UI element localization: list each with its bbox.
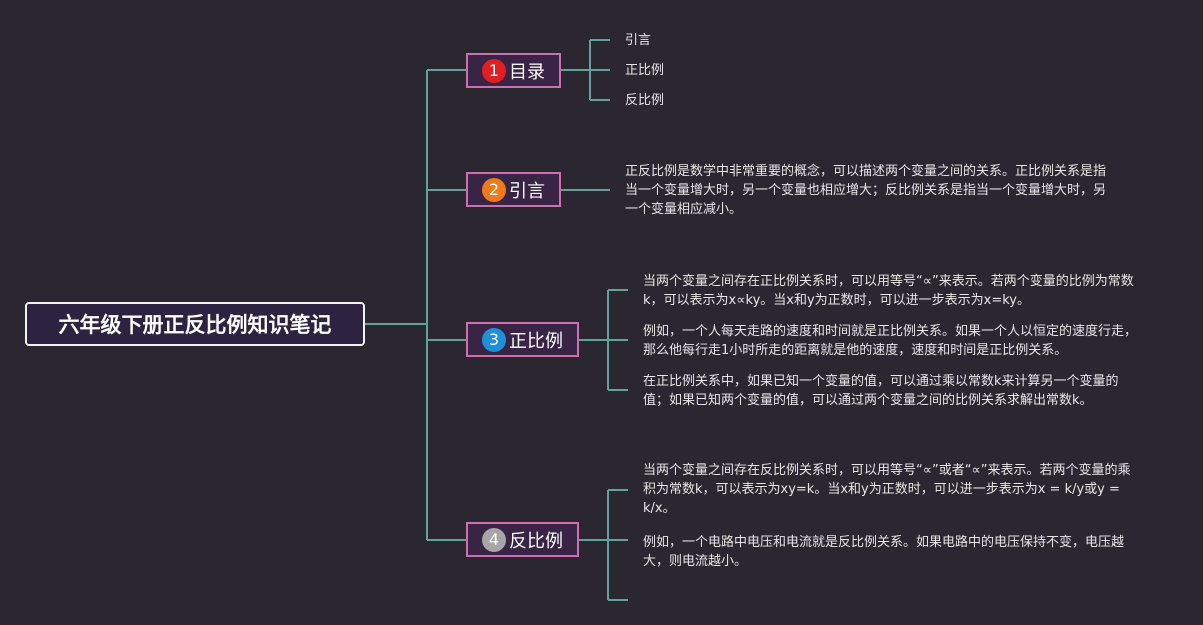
branch-node-direct-proportion[interactable]: 3 正比例 xyxy=(466,322,579,357)
leaf-direct-2[interactable]: 例如，一个人每天走路的速度和时间就是正比例关系。如果一个人以恒定的速度行走，那么… xyxy=(643,324,1138,358)
number-badge-4: 4 xyxy=(482,527,506,552)
connector-b3-leaves xyxy=(578,289,628,391)
branch-node-inverse-proportion[interactable]: 4 反比例 xyxy=(466,522,579,557)
branch-label: 目录 xyxy=(509,61,545,83)
connector-b1-leaves xyxy=(560,39,610,101)
branch-node-toc[interactable]: 1 目录 xyxy=(466,53,561,88)
branch-node-intro[interactable]: 2 引言 xyxy=(466,172,561,207)
leaf-inverse-1[interactable]: 当两个变量之间存在反比例关系时，可以用等号“∝”或者“∝”来表示。若两个变量的乘… xyxy=(643,463,1131,516)
leaf-direct-3[interactable]: 在正比例关系中，如果已知一个变量的值，可以通过乘以常数k来计算另一个变量的值；如… xyxy=(643,374,1119,408)
root-title: 六年级下册正反比例知识笔记 xyxy=(58,313,332,337)
branch-label: 反比例 xyxy=(509,530,563,552)
number-badge-1: 1 xyxy=(482,58,506,83)
leaf-inverse-2[interactable]: 例如，一个电路中电压和电流就是反比例关系。如果电路中的电压保持不变，电压越大，则… xyxy=(643,535,1125,569)
leaf-toc-3[interactable]: 反比例 xyxy=(625,93,665,108)
branch-label: 正比例 xyxy=(509,330,563,352)
leaf-toc-2[interactable]: 正比例 xyxy=(625,63,665,78)
leaf-toc-1[interactable]: 引言 xyxy=(625,33,652,48)
number-badge-2: 2 xyxy=(482,177,506,202)
leaf-direct-1[interactable]: 当两个变量之间存在正比例关系时，可以用等号“∝”来表示。若两个变量的比例为常数k… xyxy=(643,274,1134,308)
connector-b4-leaves xyxy=(578,489,628,601)
root-node[interactable]: 六年级下册正反比例知识笔记 xyxy=(25,302,365,346)
branch-label: 引言 xyxy=(509,180,545,202)
leaf-intro-text[interactable]: 正反比例是数学中非常重要的概念，可以描述两个变量之间的关系。正比例关系是指当一个… xyxy=(625,164,1107,217)
number-badge-3: 3 xyxy=(482,327,506,352)
